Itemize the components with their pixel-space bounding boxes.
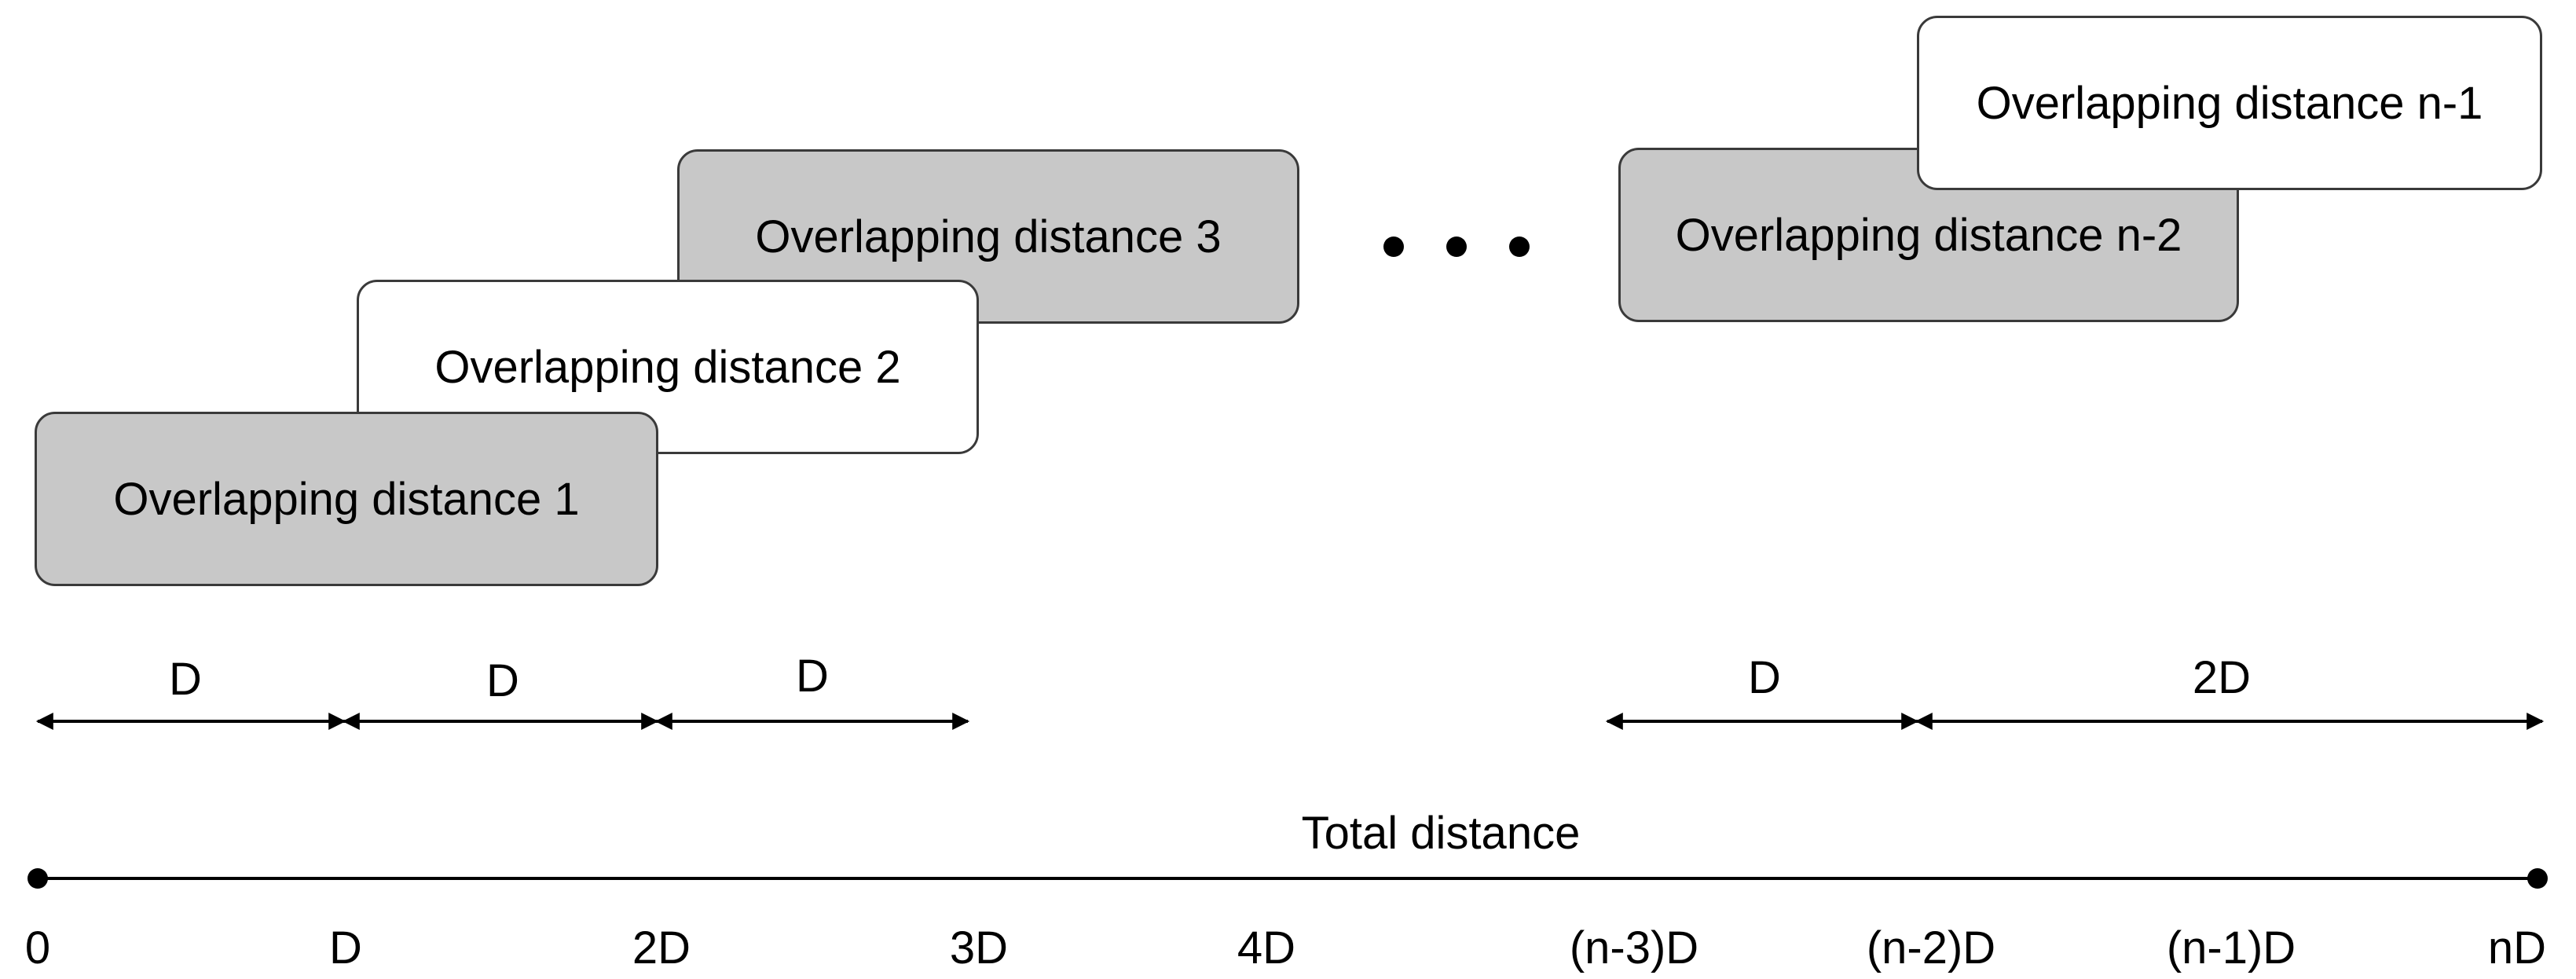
overlap-box-n-1-label: Overlapping distance n-1	[1976, 77, 2483, 129]
tick-label-1: D	[329, 922, 362, 974]
tick-label-2: 2D	[632, 922, 691, 974]
overlap-box-3: Overlapping distance 3	[677, 149, 1299, 324]
overlap-box-3-label: Overlapping distance 3	[755, 211, 1222, 262]
overlap-box-2-label: Overlapping distance 2	[434, 341, 901, 393]
end-dot	[2527, 868, 2548, 889]
ellipsis-dot-3	[1509, 236, 1530, 257]
tick-label-6: (n-2)D	[1866, 922, 1996, 974]
segment-label-5: 2D	[2192, 652, 2252, 703]
segment-label-3: D	[796, 651, 829, 702]
overlap-box-n-2-label: Overlapping distance n-2	[1675, 209, 2182, 261]
overlap-box-1-label: Overlapping distance 1	[113, 473, 580, 525]
tick-label-7: (n-1)D	[2166, 922, 2296, 974]
ellipsis-dot-1	[1383, 236, 1404, 257]
segment-label-4: D	[1748, 652, 1781, 703]
axis-title: Total distance	[1301, 808, 1581, 859]
tick-label-8: nD	[2487, 922, 2547, 974]
tick-label-0: 0	[24, 922, 51, 974]
overlap-box-n-1: Overlapping distance n-1	[1917, 16, 2542, 190]
tick-label-3: 3D	[949, 922, 1009, 974]
segment-label-2: D	[486, 655, 519, 706]
tick-label-4: 4D	[1237, 922, 1296, 974]
overlap-box-2: Overlapping distance 2	[357, 280, 979, 454]
segment-label-1: D	[169, 654, 202, 705]
tick-label-5: (n-3)D	[1569, 922, 1699, 974]
overlap-box-1: Overlapping distance 1	[35, 412, 658, 586]
ellipsis-dot-2	[1446, 236, 1467, 257]
start-dot	[27, 868, 48, 889]
